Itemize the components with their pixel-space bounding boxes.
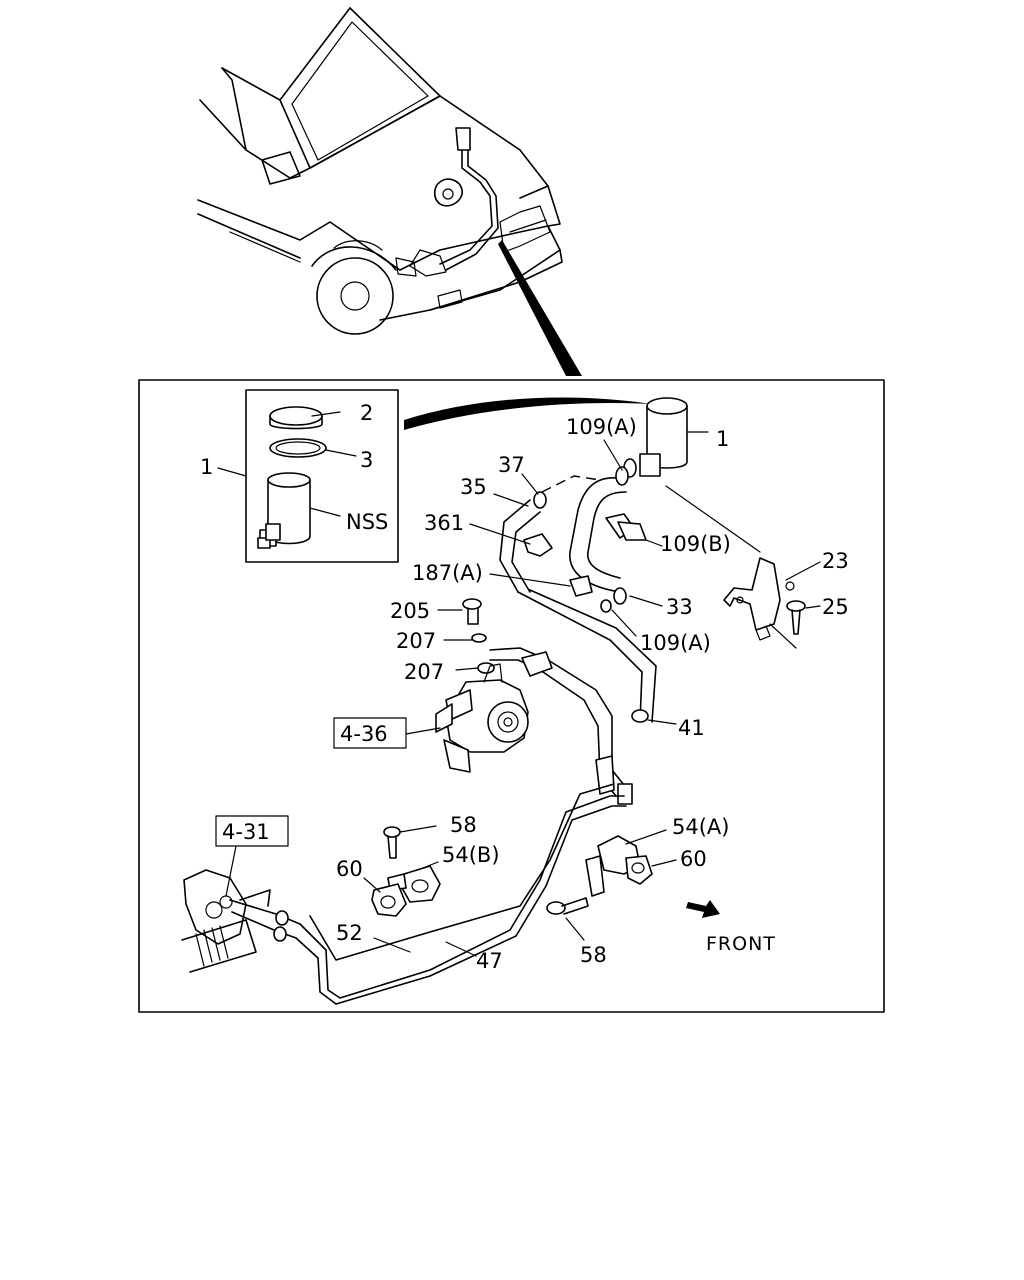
reference-4-36: 4-36 xyxy=(333,717,407,749)
vehicle-overview xyxy=(197,7,582,376)
callout-4-36: 4-36 xyxy=(340,722,388,746)
callout-labels: 1 2 3 NSS 1 109(A) 37 35 361 109(B) 187(… xyxy=(200,401,849,973)
callout-2: 2 xyxy=(360,401,373,425)
callout-37: 37 xyxy=(498,453,525,477)
front-label: FRONT xyxy=(706,933,776,955)
callout-109a-top: 109(A) xyxy=(566,415,637,439)
callout-361: 361 xyxy=(424,511,464,535)
callout-33: 33 xyxy=(666,595,693,619)
callout-1-tank: 1 xyxy=(716,427,729,451)
callout-47: 47 xyxy=(476,949,503,973)
callout-109b: 109(B) xyxy=(660,532,731,556)
callout-41: 41 xyxy=(678,716,705,740)
callout-187a: 187(A) xyxy=(412,561,483,585)
callout-4-31: 4-31 xyxy=(222,820,270,844)
front-direction-arrow-icon xyxy=(686,900,720,918)
callout-58-bottom: 58 xyxy=(580,943,607,967)
leader-lines xyxy=(437,439,821,725)
line-clamps xyxy=(363,825,677,941)
steering-gear xyxy=(181,845,301,973)
detail-pointer xyxy=(404,397,652,430)
callout-58-top: 58 xyxy=(450,813,477,837)
power-steering-pump xyxy=(405,663,529,773)
callout-109a-mid: 109(A) xyxy=(640,631,711,655)
callout-60-right: 60 xyxy=(680,847,707,871)
reservoir-tank xyxy=(623,397,806,649)
callout-52: 52 xyxy=(336,921,363,945)
callout-1-inset: 1 xyxy=(200,455,213,479)
callout-25: 25 xyxy=(822,595,849,619)
callout-35: 35 xyxy=(460,475,487,499)
callout-207-a: 207 xyxy=(396,629,436,653)
callout-60-left: 60 xyxy=(336,857,363,881)
callout-205: 205 xyxy=(390,599,430,623)
callout-54b: 54(B) xyxy=(442,843,500,867)
callout-23: 23 xyxy=(822,549,849,573)
callout-nss: NSS xyxy=(346,510,388,534)
hose-assembly xyxy=(462,466,657,805)
pressure-return-lines xyxy=(295,783,627,1005)
reference-4-31: 4-31 xyxy=(215,815,289,847)
reservoir-inset xyxy=(217,389,399,563)
detail-frame xyxy=(138,379,885,1013)
callout-207-b: 207 xyxy=(404,660,444,684)
callout-3: 3 xyxy=(360,448,373,472)
callout-54a: 54(A) xyxy=(672,815,729,839)
